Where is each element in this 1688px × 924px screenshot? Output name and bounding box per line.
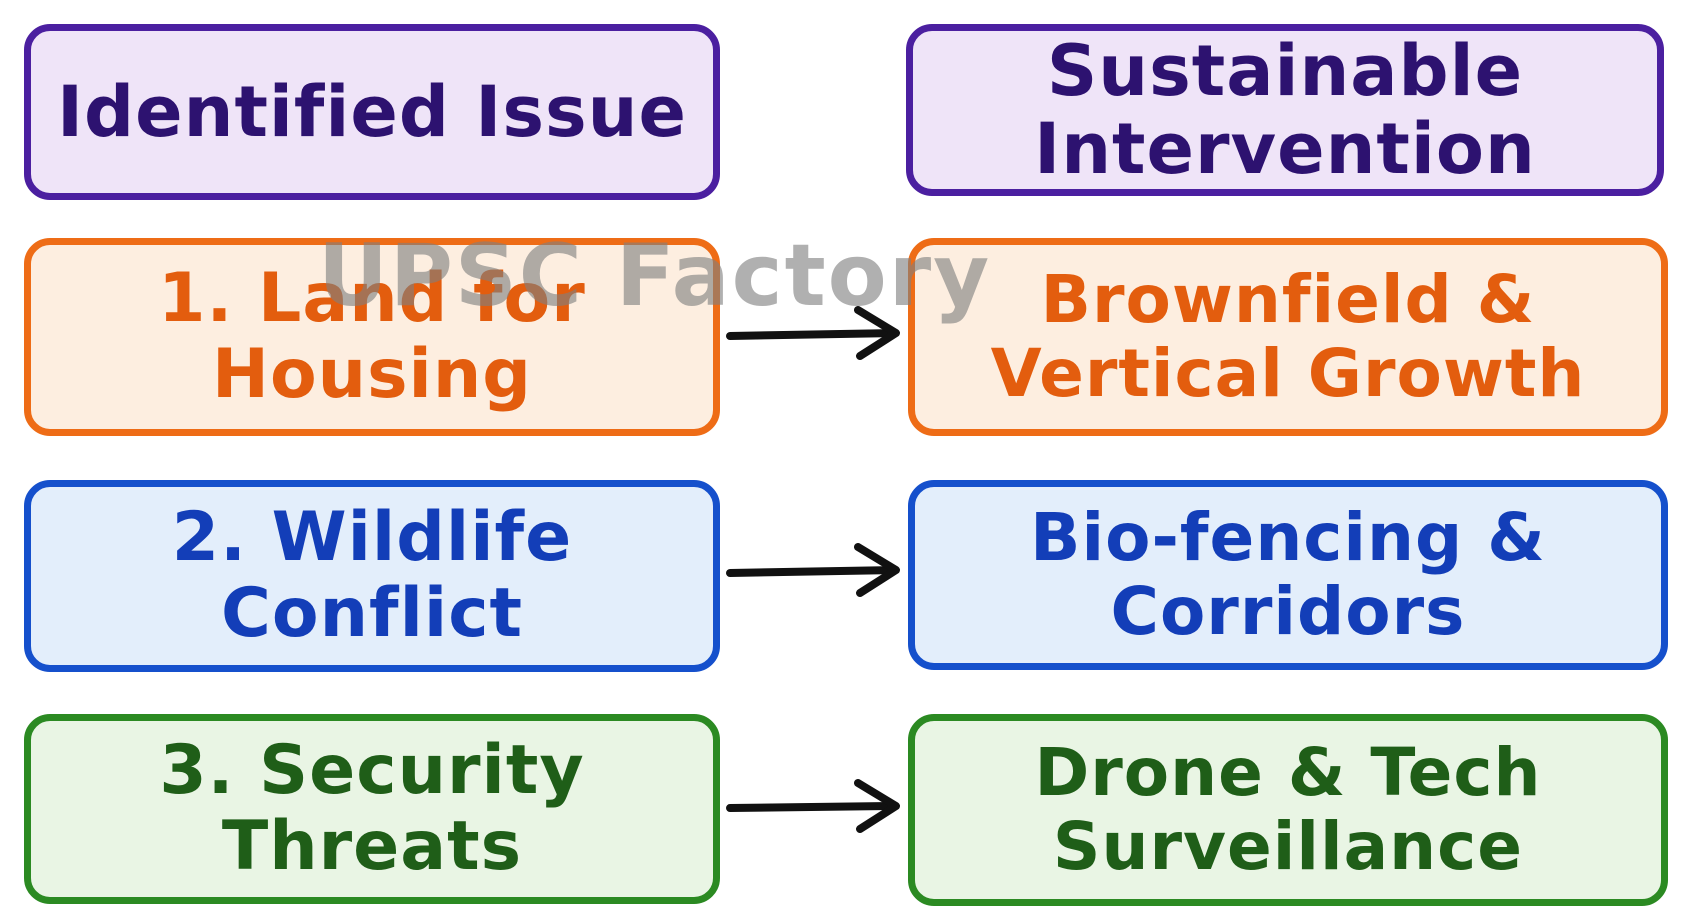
intervention-line2-1: Vertical Growth xyxy=(990,335,1586,412)
intervention-line2-2: Corridors xyxy=(1110,573,1466,650)
issue-label-2: 2. Wildlife Conflict xyxy=(171,497,573,653)
header-left-label: Identified Issue xyxy=(56,70,687,153)
intervention-line1-3: Drone & Tech xyxy=(1034,734,1542,812)
intervention-box-1: Brownfield & Vertical Growth xyxy=(908,238,1668,436)
issue-label-1: 1. Land for Housing xyxy=(158,258,586,414)
intervention-line1-1: Brownfield & xyxy=(1040,261,1536,339)
issue-box-1: 1. Land for Housing xyxy=(24,238,720,436)
header-identified-issue: Identified Issue xyxy=(24,24,720,200)
intervention-line1-2: Bio-fencing & xyxy=(1030,499,1546,577)
issue-label-3: 3. Security Threats xyxy=(159,730,585,886)
issue-box-3: 3. Security Threats xyxy=(24,714,720,904)
header-sustainable-intervention: Sustainable Intervention xyxy=(906,24,1664,196)
intervention-line2-3: Surveillance xyxy=(1052,808,1524,885)
intervention-box-2: Bio-fencing & Corridors xyxy=(908,480,1668,670)
arrow-icon-1 xyxy=(726,306,900,360)
arrow-icon-2 xyxy=(726,543,900,597)
arrow-icon-3 xyxy=(726,779,900,833)
intervention-box-3: Drone & Tech Surveillance xyxy=(908,714,1668,906)
issue-box-2: 2. Wildlife Conflict xyxy=(24,480,720,672)
header-right-label: Sustainable Intervention xyxy=(1034,29,1536,190)
